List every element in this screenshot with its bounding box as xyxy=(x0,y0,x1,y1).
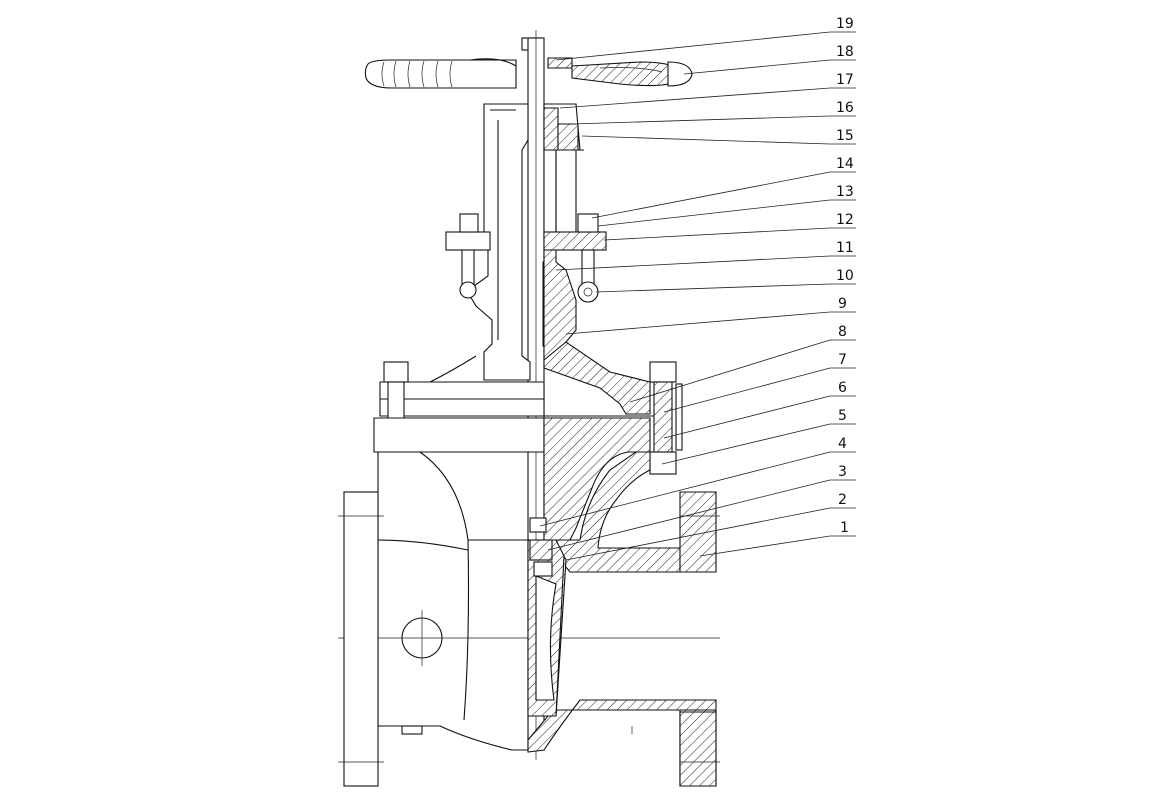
callout-label: 11 xyxy=(836,240,854,256)
callout-13: 13 xyxy=(597,184,856,227)
callout-6: 6 xyxy=(663,380,856,439)
callout-label: 12 xyxy=(836,212,854,228)
callout-14: 14 xyxy=(591,156,856,219)
callout-19: 19 xyxy=(555,16,856,61)
callout-label: 13 xyxy=(836,184,854,200)
callout-9: 9 xyxy=(565,296,856,335)
body-flange xyxy=(373,415,654,541)
callout-label: 8 xyxy=(838,324,847,340)
callout-label: 1 xyxy=(840,520,849,536)
callout-1: 1 xyxy=(699,520,856,557)
callout-16: 16 xyxy=(571,100,856,125)
callout-12: 12 xyxy=(603,212,856,241)
callout-4: 4 xyxy=(539,436,856,527)
callout-17: 17 xyxy=(559,72,856,109)
callout-label: 5 xyxy=(838,408,847,424)
callout-label: 3 xyxy=(838,464,847,480)
callout-label: 2 xyxy=(838,492,847,508)
callout-label: 7 xyxy=(838,352,847,368)
callout-label: 9 xyxy=(838,296,847,312)
yoke xyxy=(469,103,584,381)
wedge-disc xyxy=(527,517,567,717)
callout-3: 3 xyxy=(547,464,856,551)
callout-7: 7 xyxy=(663,352,856,413)
callout-list: 19 18 17 16 15 14 13 12 xyxy=(539,16,856,561)
handwheel xyxy=(364,57,693,89)
callout-5: 5 xyxy=(661,408,856,465)
callout-11: 11 xyxy=(555,240,856,271)
gland-flange xyxy=(445,213,607,347)
callout-label: 16 xyxy=(836,100,854,116)
callout-label: 19 xyxy=(836,16,854,32)
callout-10: 10 xyxy=(595,268,856,293)
callout-label: 14 xyxy=(836,156,854,172)
callout-label: 18 xyxy=(836,44,854,60)
callout-label: 10 xyxy=(836,268,854,284)
callout-label: 17 xyxy=(836,72,854,88)
callout-18: 18 xyxy=(683,44,856,75)
callout-2: 2 xyxy=(565,492,856,561)
callout-15: 15 xyxy=(581,128,856,145)
callout-8: 8 xyxy=(629,324,856,403)
valve-body xyxy=(338,451,720,787)
callout-label: 4 xyxy=(838,436,847,452)
callout-label: 6 xyxy=(838,380,847,396)
callout-label: 15 xyxy=(836,128,854,144)
bonnet xyxy=(379,249,651,417)
